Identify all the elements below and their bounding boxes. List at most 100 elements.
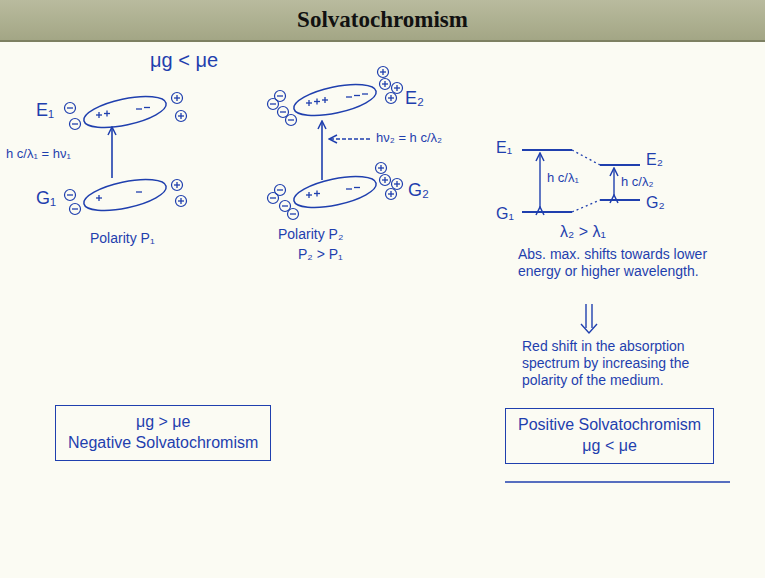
implies-arrow <box>585 304 586 328</box>
annotation: μg < μe <box>150 48 218 72</box>
note: Red shift in the absorption spectrum by … <box>522 338 737 388</box>
title-bar: Solvatochromism <box>0 0 765 42</box>
box-text: μg > μe <box>68 412 258 433</box>
minus-sign <box>136 108 142 109</box>
plus-sign <box>384 81 385 87</box>
plus-sign <box>390 191 391 197</box>
solvent-charge <box>172 93 183 104</box>
minus-sign <box>67 107 73 108</box>
plus-sign <box>380 165 381 171</box>
annotation: h c/λ₁ <box>547 170 579 186</box>
solvent-charge <box>176 196 187 207</box>
minus-sign <box>72 123 78 124</box>
underline <box>505 481 730 482</box>
minus-sign <box>354 95 360 96</box>
solvent-charge <box>268 99 279 110</box>
plus-sign <box>106 111 107 117</box>
minus-sign <box>277 189 283 190</box>
title: Solvatochromism <box>0 0 765 40</box>
solvent-charge <box>288 209 299 220</box>
solute-molecule <box>291 79 379 122</box>
dotted-link <box>572 150 600 165</box>
annotation: G₁ <box>36 188 56 210</box>
plus-sign <box>324 97 325 103</box>
annotation: G₂ <box>408 180 429 202</box>
solvent-charge <box>70 204 81 215</box>
solvent-charge <box>386 189 397 200</box>
solvent-charge <box>380 175 391 186</box>
box-text: Positive Solvatochromism <box>518 415 701 436</box>
conclusion-box: Positive Solvatochromismμg < μe <box>505 408 714 464</box>
gap-arrow <box>613 169 614 196</box>
solvent-charge <box>268 193 279 204</box>
minus-sign <box>277 95 283 96</box>
minus-sign <box>288 119 294 120</box>
annotation: G₂ <box>646 193 665 212</box>
transition-arrow <box>321 122 323 180</box>
plus-sign <box>384 177 385 183</box>
solvent-charge <box>172 180 183 191</box>
conclusion-box: μg > μeNegative Solvatochromism <box>55 405 271 461</box>
minus-sign <box>346 188 352 189</box>
annotation: Polarity P₂ <box>278 226 343 243</box>
solute-molecule <box>81 174 169 217</box>
solvent-charge <box>392 179 403 190</box>
solvent-charge <box>378 67 389 78</box>
minus-sign <box>346 96 352 97</box>
solvent-charge <box>176 111 187 122</box>
solvent-charge <box>376 163 387 174</box>
annotation: E₁ <box>36 100 54 122</box>
energy-level <box>522 149 572 151</box>
plus-sign <box>180 198 181 204</box>
minus-sign <box>67 194 73 195</box>
solvent-charge <box>70 119 81 130</box>
gap-arrow <box>539 154 540 208</box>
annotation: h c/λ₂ <box>621 174 654 190</box>
plus-sign <box>176 182 177 188</box>
plus-sign <box>396 85 397 91</box>
implies-arrow <box>591 304 592 328</box>
minus-sign <box>290 213 296 214</box>
solvent-charge <box>392 83 403 94</box>
minus-sign <box>72 208 78 209</box>
energy-level <box>600 164 640 166</box>
minus-sign <box>362 93 368 94</box>
energy-level <box>522 211 572 213</box>
minus-sign <box>270 197 276 198</box>
minus-sign <box>270 103 276 104</box>
annotation: λ₂ > λ₁ <box>560 222 606 241</box>
annotation: h c/λ₁ = hν₁ <box>6 146 71 162</box>
plus-sign <box>308 100 309 106</box>
plus-sign <box>180 113 181 119</box>
plus-sign <box>308 192 309 198</box>
solvent-charge <box>386 93 397 104</box>
solute-molecule <box>81 91 169 134</box>
solvent-charge <box>286 115 297 126</box>
annotation: E₂ <box>405 88 424 110</box>
annotation: Polarity P₁ <box>90 230 155 247</box>
solvent-charge <box>65 103 76 114</box>
solvent-charge <box>65 190 76 201</box>
implies-arrow <box>581 324 597 333</box>
annotation: G₁ <box>496 204 514 223</box>
minus-sign <box>282 205 288 206</box>
box-text: μg < μe <box>518 436 701 457</box>
plus-sign <box>316 191 317 197</box>
minus-sign <box>354 187 360 188</box>
plus-sign <box>176 95 177 101</box>
annotation: P₂ > P₁ <box>298 246 343 263</box>
plus-sign <box>396 181 397 187</box>
solute-molecule <box>291 171 379 214</box>
transition-arrow <box>111 128 113 178</box>
minus-sign <box>280 111 286 112</box>
energy-level <box>600 199 640 201</box>
box-text: Negative Solvatochromism <box>68 433 258 454</box>
dotted-link <box>572 200 600 212</box>
plus-sign <box>98 195 99 201</box>
plus-sign <box>316 99 317 105</box>
leader-arrow <box>330 138 370 139</box>
solvent-charge <box>380 79 391 90</box>
annotation: E₂ <box>646 150 663 169</box>
plus-sign <box>98 112 99 118</box>
